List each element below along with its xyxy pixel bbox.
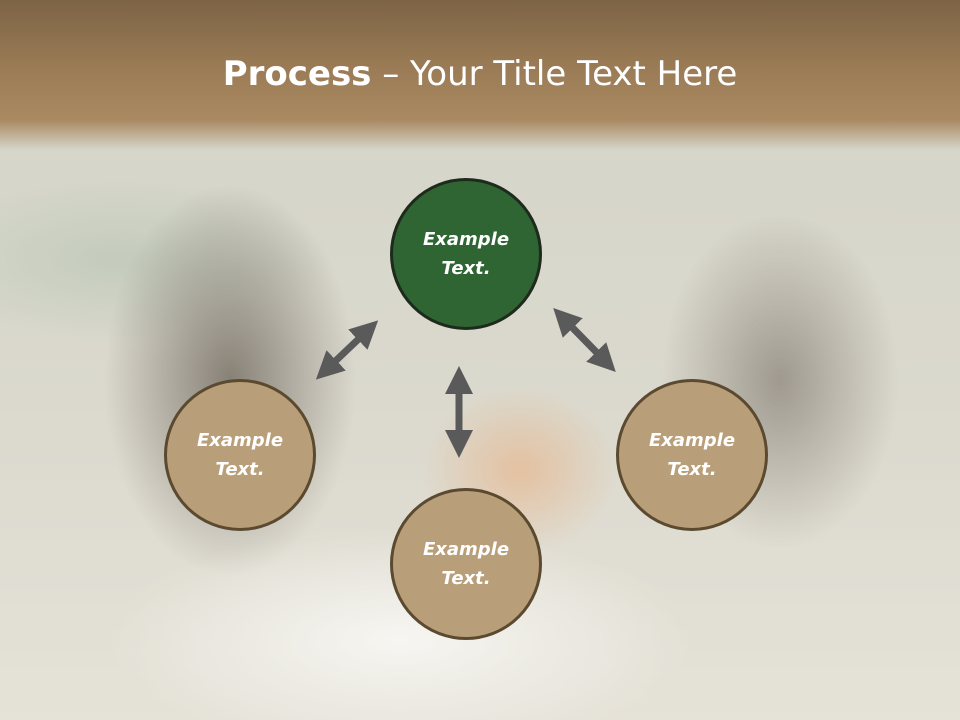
process-node-left[interactable]: Example Text. bbox=[164, 379, 316, 531]
arrow-top-right bbox=[553, 307, 616, 373]
title-strong: Process bbox=[222, 54, 372, 94]
node-label: Example Text. bbox=[648, 430, 736, 480]
slide-title[interactable]: Process – Your Title Text Here bbox=[0, 52, 960, 96]
node-label: Example Text. bbox=[422, 539, 510, 589]
node-label: Example Text. bbox=[196, 430, 284, 480]
arrow-top-left bbox=[315, 320, 379, 380]
process-node-top[interactable]: Example Text. bbox=[390, 178, 542, 330]
process-node-right[interactable]: Example Text. bbox=[616, 379, 768, 531]
title-band bbox=[0, 0, 960, 150]
process-node-bottom[interactable]: Example Text. bbox=[390, 488, 542, 640]
title-rest: – Your Title Text Here bbox=[371, 54, 738, 94]
node-label: Example Text. bbox=[422, 229, 510, 279]
